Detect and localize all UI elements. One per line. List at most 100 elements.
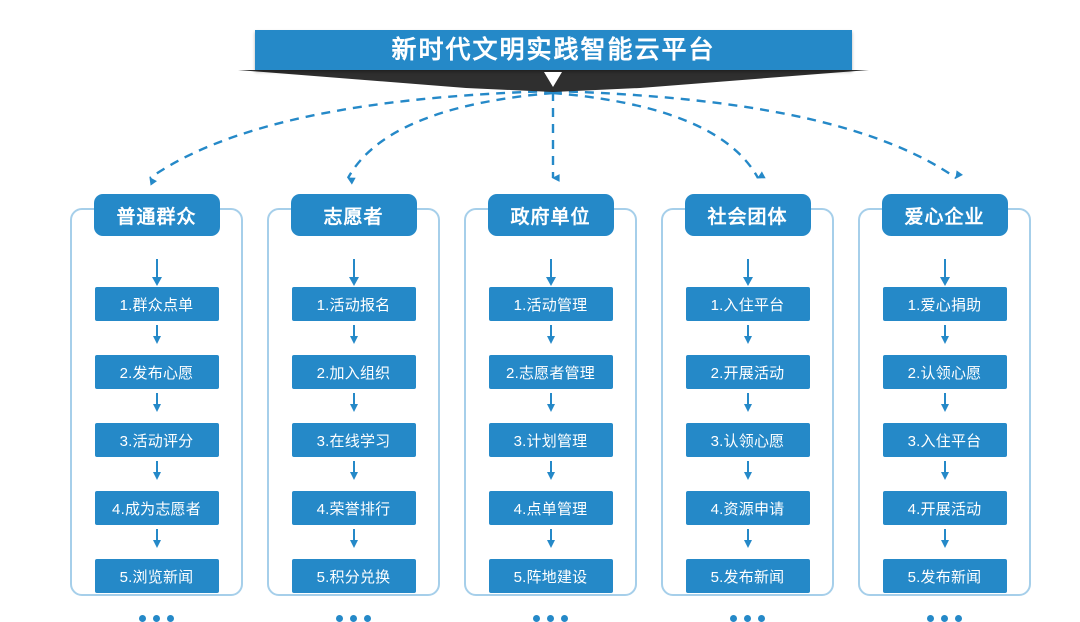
list-item-label: 4.点单管理 [513,500,588,518]
column-header-label: 志愿者 [323,206,384,228]
column-public: 普通群众 1.群众点单 2.发布心愿 3.活动评分 4.成为志愿者 5.浏览新闻 [70,194,243,622]
arrow-down-icon [348,259,359,286]
list-item[interactable]: 1.群众点单 [94,287,219,321]
page-title-banner: 新时代文明实践智能云平台 [255,30,852,70]
ellipsis-dot [139,615,146,622]
list-item[interactable]: 5.发布新闻 [685,559,810,593]
arrow-down-icon [545,259,556,286]
list-item[interactable]: 2.认领心愿 [882,355,1007,389]
column-body-volunteer: 1.活动报名 2.加入组织 3.在线学习 4.荣誉排行 5.积分兑换 [269,259,438,622]
arrow-down-icon [349,529,358,548]
list-item-label: 1.活动报名 [316,296,391,314]
ellipsis-dot [561,615,568,622]
list-item-label: 5.阵地建设 [513,568,588,586]
arrow-down-icon [743,325,752,344]
list-item-label: 3.在线学习 [316,432,391,450]
list-item-label: 2.开展活动 [710,364,785,382]
list-item-label: 5.发布新闻 [710,568,785,586]
column-enterprise: 爱心企业 1.爱心捐助 2.认领心愿 3.入住平台 4.开展活动 5.发布新闻 [858,194,1031,622]
more-items-ellipsis[interactable] [139,615,174,622]
list-item[interactable]: 5.发布新闻 [882,559,1007,593]
list-item-label: 4.资源申请 [710,500,785,518]
connector-to-column-2 [346,91,554,185]
page-title: 新时代文明实践智能云平台 [391,36,716,64]
column-header-volunteer[interactable]: 志愿者 [290,194,417,236]
list-item[interactable]: 4.成为志愿者 [94,491,219,525]
list-item[interactable]: 1.爱心捐助 [882,287,1007,321]
list-item-label: 2.认领心愿 [907,364,982,382]
arrow-down-icon [742,259,753,286]
ellipsis-dot [758,615,765,622]
list-item[interactable]: 3.入住平台 [882,423,1007,457]
arrow-down-icon [743,529,752,548]
arrow-down-icon [152,325,161,344]
arrow-down-icon [546,529,555,548]
list-item[interactable]: 1.入住平台 [685,287,810,321]
list-item-label: 4.开展活动 [907,500,982,518]
list-item-label: 5.浏览新闻 [119,568,194,586]
list-item-label: 5.发布新闻 [907,568,982,586]
list-item[interactable]: 3.在线学习 [291,423,416,457]
column-header-social-group[interactable]: 社会团体 [684,194,811,236]
arrow-down-icon [939,259,950,286]
ellipsis-dot [336,615,343,622]
more-items-ellipsis[interactable] [730,615,765,622]
list-item[interactable]: 3.活动评分 [94,423,219,457]
arrow-down-icon [152,529,161,548]
column-body-enterprise: 1.爱心捐助 2.认领心愿 3.入住平台 4.开展活动 5.发布新闻 [860,259,1029,622]
list-item[interactable]: 5.浏览新闻 [94,559,219,593]
ellipsis-dot [744,615,751,622]
list-item[interactable]: 4.荣誉排行 [291,491,416,525]
list-item[interactable]: 5.积分兑换 [291,559,416,593]
list-item[interactable]: 4.开展活动 [882,491,1007,525]
list-item[interactable]: 5.阵地建设 [488,559,613,593]
arrow-down-icon [940,461,949,480]
arrow-down-icon [940,529,949,548]
list-item[interactable]: 1.活动管理 [488,287,613,321]
list-item[interactable]: 4.点单管理 [488,491,613,525]
down-triangle-icon [544,72,562,87]
ellipsis-dot [927,615,934,622]
more-items-ellipsis[interactable] [533,615,568,622]
list-item-label: 5.积分兑换 [316,568,391,586]
arrow-down-icon [349,393,358,412]
list-item[interactable]: 3.计划管理 [488,423,613,457]
list-item[interactable]: 2.志愿者管理 [488,355,613,389]
ellipsis-dot [533,615,540,622]
list-item[interactable]: 2.发布心愿 [94,355,219,389]
column-body-public: 1.群众点单 2.发布心愿 3.活动评分 4.成为志愿者 5.浏览新闻 [72,259,241,622]
list-item[interactable]: 4.资源申请 [685,491,810,525]
list-item[interactable]: 1.活动报名 [291,287,416,321]
ellipsis-dot [547,615,554,622]
column-header-label: 爱心企业 [904,206,985,228]
connector-to-column-4 [552,91,766,179]
arrow-down-icon [349,461,358,480]
column-volunteer: 志愿者 1.活动报名 2.加入组织 3.在线学习 4.荣誉排行 5.积分兑换 [267,194,440,622]
more-items-ellipsis[interactable] [927,615,962,622]
list-item-label: 4.成为志愿者 [112,500,201,518]
ellipsis-dot [350,615,357,622]
arrow-down-icon [940,393,949,412]
column-header-label: 政府单位 [510,206,591,228]
arrow-down-icon [151,259,162,286]
column-government: 政府单位 1.活动管理 2.志愿者管理 3.计划管理 4.点单管理 5.阵地建设 [464,194,637,622]
ellipsis-dot [955,615,962,622]
column-body-government: 1.活动管理 2.志愿者管理 3.计划管理 4.点单管理 5.阵地建设 [466,259,635,622]
arrow-down-icon [152,393,161,412]
list-item-label: 2.发布心愿 [119,364,194,382]
column-header-government[interactable]: 政府单位 [487,194,614,236]
list-item-label: 1.活动管理 [513,296,588,314]
list-item[interactable]: 2.开展活动 [685,355,810,389]
ellipsis-dot [941,615,948,622]
list-item[interactable]: 2.加入组织 [291,355,416,389]
list-item-label: 2.志愿者管理 [506,364,595,382]
connector-to-column-1 [149,89,554,186]
ellipsis-dot [167,615,174,622]
more-items-ellipsis[interactable] [336,615,371,622]
list-item[interactable]: 3.认领心愿 [685,423,810,457]
column-header-public[interactable]: 普通群众 [93,194,220,236]
column-header-enterprise[interactable]: 爱心企业 [881,194,1008,236]
arrow-down-icon [546,461,555,480]
arrow-down-icon [546,325,555,344]
